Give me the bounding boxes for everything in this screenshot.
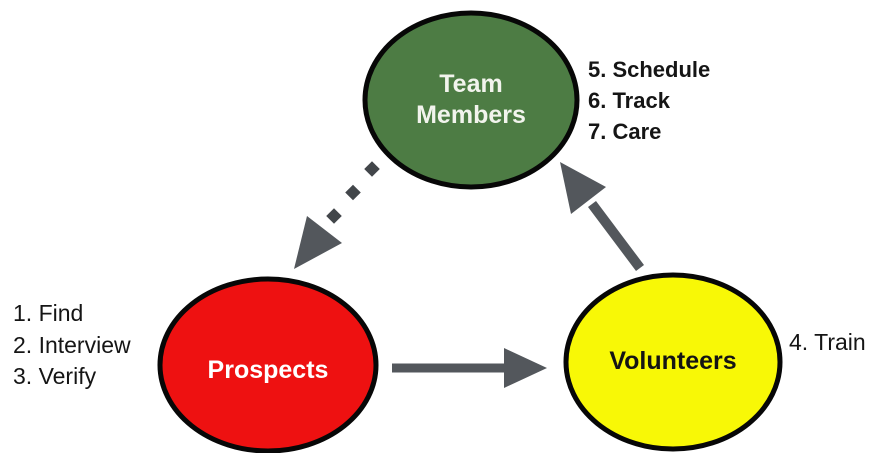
team-members-ellipse <box>362 10 580 190</box>
arrow-shaft <box>588 201 644 271</box>
node-prospects: Prospects <box>157 276 379 453</box>
dot-diamond <box>345 184 361 201</box>
step-find: 1. Find <box>13 300 83 326</box>
step-verify: 3. Verify <box>13 363 97 389</box>
step-track: 6. Track <box>588 88 671 113</box>
team-members-label-line1: Team <box>439 70 502 98</box>
arrow-volunteers-to-team-members <box>560 162 644 271</box>
arrow-head <box>294 216 342 269</box>
step-schedule: 5. Schedule <box>588 57 710 82</box>
prospects-steps-list: 1. Find 2. Interview 3. Verify <box>13 300 131 389</box>
step-train: 4. Train <box>789 329 866 355</box>
dot-diamond <box>364 161 380 177</box>
arrow-head <box>504 348 547 388</box>
volunteers-label: Volunteers <box>609 347 736 375</box>
team-members-label-line2: Members <box>416 101 526 129</box>
prospects-label: Prospects <box>208 356 329 384</box>
volunteers-ellipse <box>563 272 783 452</box>
dot-diamond <box>326 208 342 224</box>
step-care: 7. Care <box>588 119 661 144</box>
arrow-prospects-to-volunteers <box>392 348 547 388</box>
team-members-steps-list: 5. Schedule 6. Track 7. Care <box>588 57 710 144</box>
arrow-team-members-to-prospects-dotted <box>294 161 380 269</box>
node-team-members: Team Members <box>362 10 580 190</box>
arrow-head <box>560 162 606 214</box>
volunteers-steps-list: 4. Train <box>789 329 866 355</box>
step-interview: 2. Interview <box>13 332 131 358</box>
prospects-ellipse <box>157 276 379 453</box>
node-volunteers: Volunteers <box>563 272 783 452</box>
